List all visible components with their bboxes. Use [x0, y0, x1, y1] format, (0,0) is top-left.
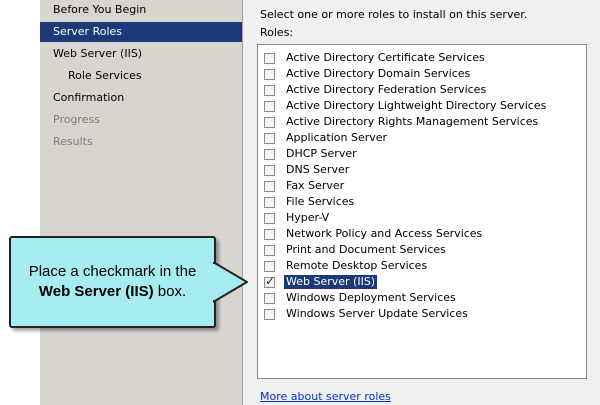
role-row-application-server[interactable]: Application Server	[264, 130, 389, 146]
role-label: DNS Server	[286, 163, 350, 176]
nav-divider	[242, 0, 243, 405]
role-checkbox[interactable]	[264, 116, 275, 128]
role-label: Windows Server Update Services	[286, 307, 468, 320]
role-row-dns-server[interactable]: DNS Server	[264, 162, 351, 178]
role-label: Web Server (IIS)	[284, 275, 378, 289]
role-label: Active Directory Rights Management Servi…	[286, 115, 539, 128]
checkmark-icon: ✓	[265, 273, 276, 288]
role-label: Active Directory Lightweight Directory S…	[286, 99, 547, 112]
role-row-file-services[interactable]: File Services	[264, 194, 356, 210]
role-row-ad-rights-management-services[interactable]: Active Directory Rights Management Servi…	[264, 114, 540, 130]
role-row-network-policy-access-services[interactable]: Network Policy and Access Services	[264, 226, 484, 242]
role-row-print-document-services[interactable]: Print and Document Services	[264, 242, 448, 258]
role-checkbox[interactable]	[264, 212, 275, 224]
role-row-web-server-iis[interactable]: ✓ Web Server (IIS)	[264, 273, 378, 290]
callout-text: Place a checkmark in the Web Server (IIS…	[11, 262, 214, 302]
role-checkbox[interactable]	[264, 180, 275, 192]
role-checkbox[interactable]	[264, 100, 275, 112]
role-row-ad-certificate-services[interactable]: Active Directory Certificate Services	[264, 50, 487, 66]
nav-item-before-you-begin[interactable]: Before You Begin	[53, 3, 147, 16]
role-label: Remote Desktop Services	[286, 259, 428, 272]
callout-arrow-pointer	[213, 262, 248, 303]
role-checkbox[interactable]	[264, 84, 275, 96]
role-row-ad-domain-services[interactable]: Active Directory Domain Services	[264, 66, 472, 82]
more-about-server-roles-link[interactable]: More about server roles	[260, 390, 391, 403]
role-checkbox[interactable]	[264, 244, 275, 256]
role-checkbox-checked[interactable]: ✓	[264, 273, 276, 288]
role-row-dhcp-server[interactable]: DHCP Server	[264, 146, 359, 162]
role-row-fax-server[interactable]: Fax Server	[264, 178, 346, 194]
roles-list[interactable]: Active Directory Certificate Services Ac…	[257, 44, 587, 379]
nav-item-web-server-iis[interactable]: Web Server (IIS)	[53, 47, 143, 60]
role-row-remote-desktop-services[interactable]: Remote Desktop Services	[264, 258, 429, 274]
role-label: File Services	[286, 195, 355, 208]
roles-content-pane: Select one or more roles to install on t…	[243, 0, 600, 405]
roles-label: Roles:	[260, 26, 294, 39]
nav-item-results: Results	[53, 135, 93, 148]
nav-item-progress: Progress	[53, 113, 100, 126]
role-checkbox[interactable]	[264, 164, 275, 176]
role-label: Print and Document Services	[286, 243, 446, 256]
role-row-hyper-v[interactable]: Hyper-V	[264, 210, 331, 226]
role-checkbox[interactable]	[264, 308, 275, 320]
instruction-text: Select one or more roles to install on t…	[260, 8, 528, 21]
role-checkbox[interactable]	[264, 132, 275, 144]
role-row-windows-server-update-services[interactable]: Windows Server Update Services	[264, 306, 470, 322]
role-checkbox[interactable]	[264, 196, 275, 208]
role-row-ad-federation-services[interactable]: Active Directory Federation Services	[264, 82, 488, 98]
nav-item-server-roles[interactable]: Server Roles	[40, 22, 242, 42]
instruction-callout: Place a checkmark in the Web Server (IIS…	[9, 236, 216, 328]
role-label: Active Directory Domain Services	[286, 67, 471, 80]
role-label: Application Server	[286, 131, 388, 144]
role-checkbox[interactable]	[264, 148, 275, 160]
role-checkbox[interactable]	[264, 228, 275, 240]
role-row-windows-deployment-services[interactable]: Windows Deployment Services	[264, 290, 458, 306]
callout-line1: Place a checkmark in the	[28, 263, 197, 280]
role-label: Active Directory Certificate Services	[286, 51, 485, 64]
callout-bold-target: Web Server (IIS)	[38, 283, 154, 300]
nav-item-confirmation[interactable]: Confirmation	[53, 91, 125, 104]
role-row-ad-lightweight-directory-services[interactable]: Active Directory Lightweight Directory S…	[264, 98, 548, 114]
role-label: Active Directory Federation Services	[286, 83, 487, 96]
role-label: DHCP Server	[286, 147, 357, 160]
nav-item-role-services[interactable]: Role Services	[68, 69, 142, 82]
wizard-nav-pane: Before You Begin Server Roles Web Server…	[40, 0, 242, 405]
callout-line2-suffix: box.	[153, 283, 187, 300]
role-checkbox[interactable]	[264, 52, 275, 64]
role-checkbox[interactable]	[264, 68, 275, 80]
role-checkbox[interactable]	[264, 260, 275, 272]
role-label: Fax Server	[286, 179, 345, 192]
role-checkbox[interactable]	[264, 292, 275, 304]
role-label: Network Policy and Access Services	[286, 227, 483, 240]
role-label: Hyper-V	[286, 211, 330, 224]
role-label: Windows Deployment Services	[286, 291, 456, 304]
